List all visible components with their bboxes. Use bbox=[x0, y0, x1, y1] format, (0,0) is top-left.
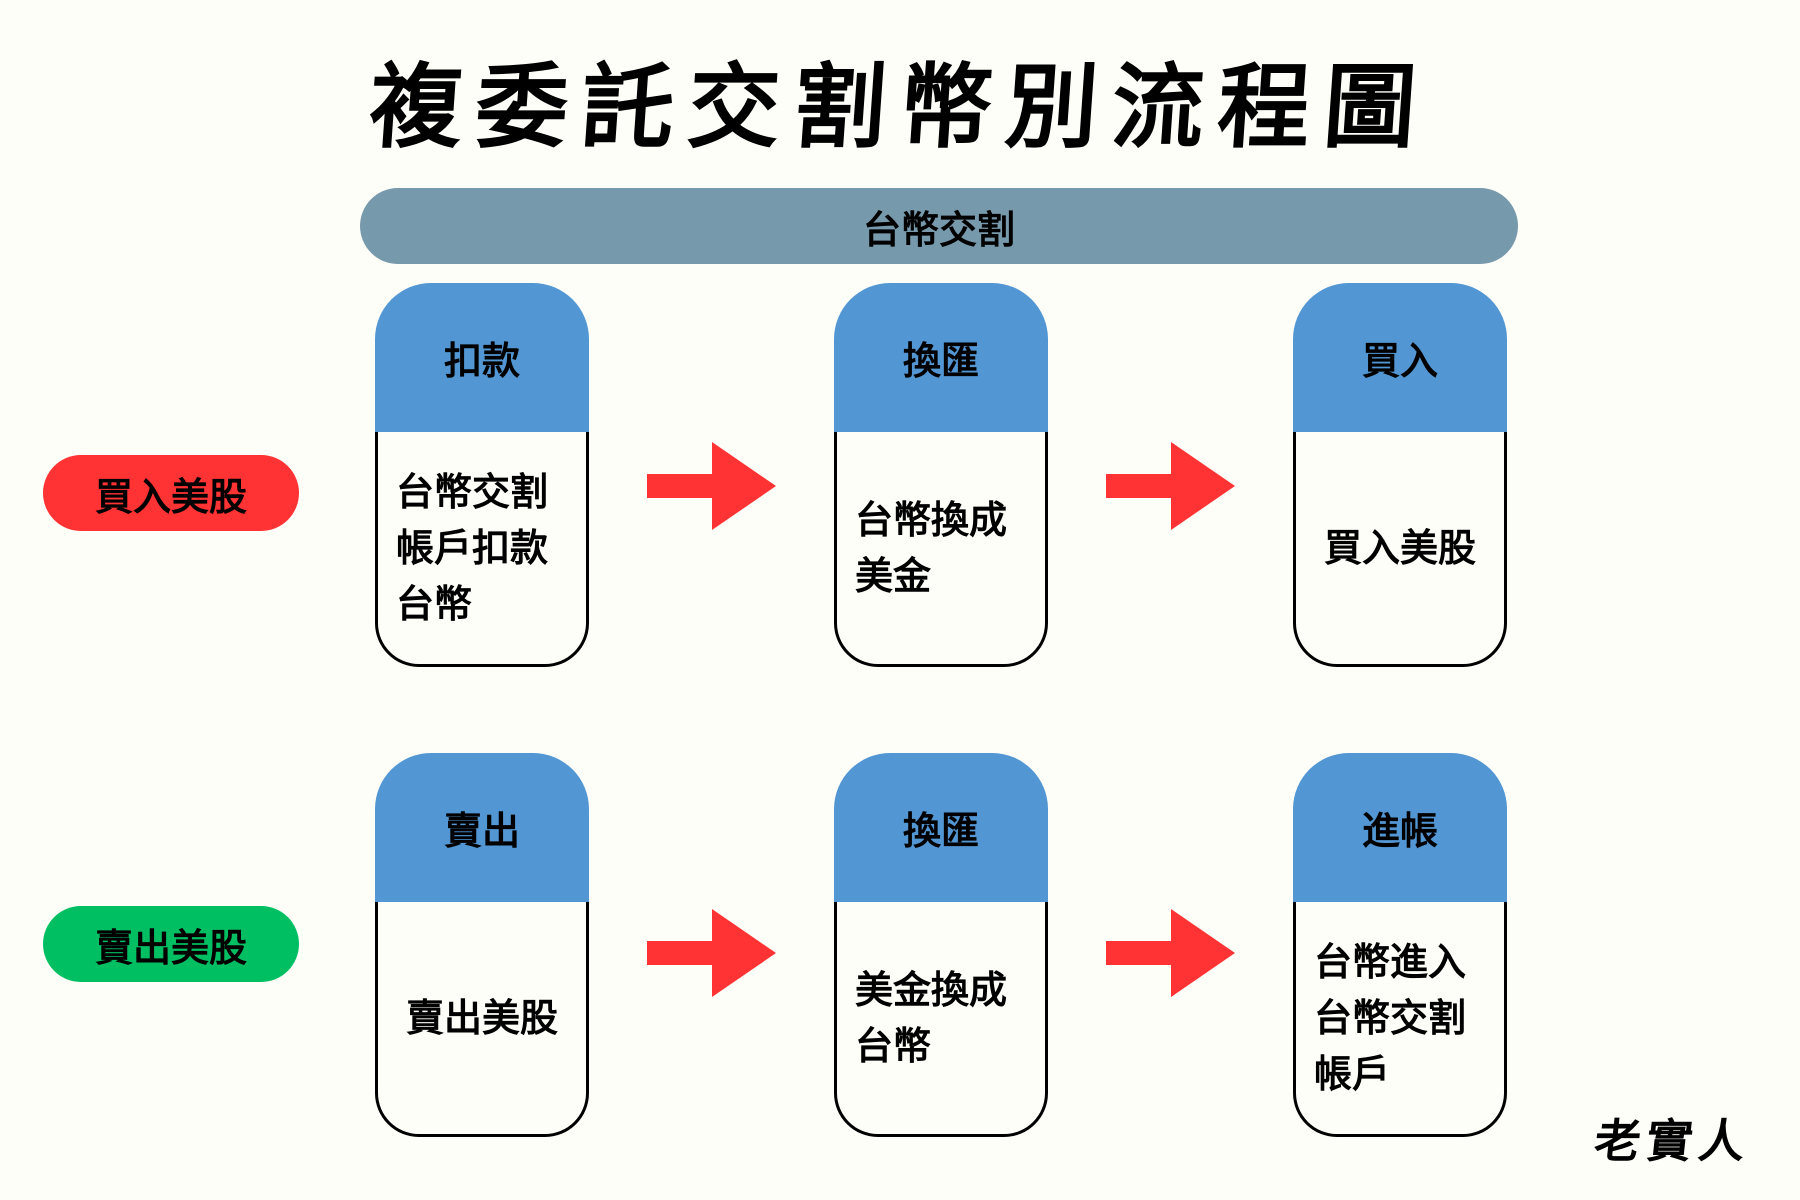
step-body: 買入美股 bbox=[1293, 432, 1507, 667]
diagram-title: 複委託交割幣別流程圖 bbox=[366, 53, 1434, 161]
step-body: 台幣交割 帳戶扣款 台幣 bbox=[375, 432, 589, 667]
step-body-text: 台幣進入 台幣交割 帳戶 bbox=[1314, 940, 1467, 1096]
step-header: 進帳 bbox=[1293, 753, 1507, 902]
band-label: 台幣交割 bbox=[862, 207, 1015, 252]
step-header-label: 進帳 bbox=[1361, 809, 1438, 853]
step-body-text: 買入美股 bbox=[1323, 526, 1476, 570]
settlement-currency-band: 台幣交割 bbox=[360, 188, 1518, 264]
buy-us-stock-pill: 買入美股 bbox=[43, 455, 299, 531]
step-card-debit: 扣款 台幣交割 帳戶扣款 台幣 bbox=[375, 283, 589, 667]
right-arrow-icon bbox=[647, 909, 776, 997]
step-body: 美金換成 台幣 bbox=[834, 902, 1048, 1137]
right-arrow-icon bbox=[1106, 909, 1235, 997]
step-header: 換匯 bbox=[834, 753, 1048, 902]
step-header-label: 換匯 bbox=[902, 809, 979, 853]
pill-label: 買入美股 bbox=[94, 474, 247, 519]
right-arrow-icon bbox=[647, 442, 776, 530]
step-card-exchange: 換匯 美金換成 台幣 bbox=[834, 753, 1048, 1137]
sell-us-stock-pill: 賣出美股 bbox=[43, 906, 299, 982]
author-signature: 老實人 bbox=[1591, 1114, 1754, 1168]
step-body-text: 台幣換成 美金 bbox=[855, 498, 1008, 598]
pill-label: 賣出美股 bbox=[94, 925, 247, 970]
step-card-exchange: 換匯 台幣換成 美金 bbox=[834, 283, 1048, 667]
step-body-text: 台幣交割 帳戶扣款 台幣 bbox=[396, 470, 549, 626]
step-header: 買入 bbox=[1293, 283, 1507, 432]
step-header: 賣出 bbox=[375, 753, 589, 902]
step-card-deposit: 進帳 台幣進入 台幣交割 帳戶 bbox=[1293, 753, 1507, 1137]
step-header-label: 賣出 bbox=[443, 809, 520, 853]
step-header-label: 換匯 bbox=[902, 339, 979, 383]
step-header-label: 扣款 bbox=[443, 339, 520, 383]
step-body-text: 美金換成 台幣 bbox=[855, 968, 1008, 1068]
step-body: 台幣換成 美金 bbox=[834, 432, 1048, 667]
step-header-label: 買入 bbox=[1361, 339, 1438, 383]
step-body: 台幣進入 台幣交割 帳戶 bbox=[1293, 902, 1507, 1137]
step-body-text: 賣出美股 bbox=[405, 996, 558, 1040]
step-card-buy: 買入 買入美股 bbox=[1293, 283, 1507, 667]
step-header: 換匯 bbox=[834, 283, 1048, 432]
step-body: 賣出美股 bbox=[375, 902, 589, 1137]
right-arrow-icon bbox=[1106, 442, 1235, 530]
step-header: 扣款 bbox=[375, 283, 589, 432]
step-card-sell: 賣出 賣出美股 bbox=[375, 753, 589, 1137]
